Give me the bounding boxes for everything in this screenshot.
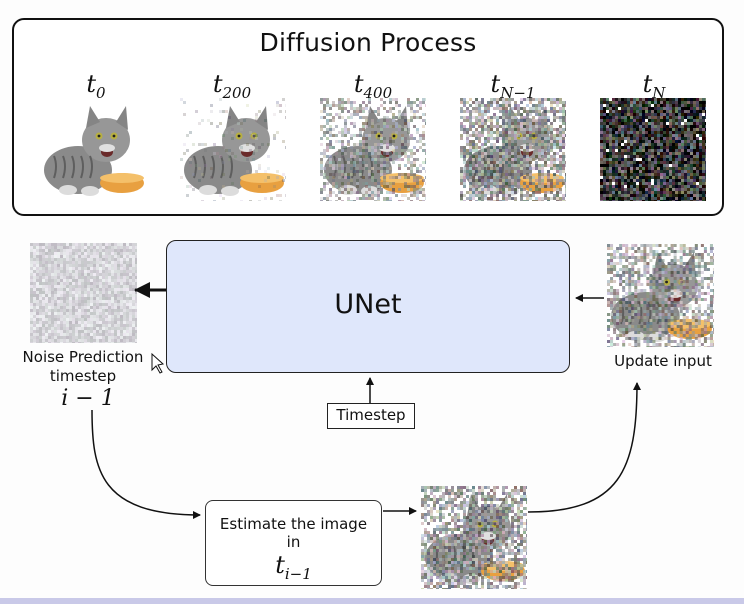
step-label-t400: t400 (353, 70, 393, 102)
estimate-box: Estimate the image in ti−1 (205, 500, 382, 586)
estimate-math: ti−1 (275, 551, 312, 583)
arrow-image-to-update (527, 382, 641, 513)
step-label-t0: t0 (86, 70, 106, 102)
estimated-image (421, 486, 527, 589)
bottom-bar (0, 598, 744, 604)
update-input-image (607, 244, 714, 347)
estimate-text: Estimate the image in (219, 515, 368, 551)
noise-image-tn (600, 98, 706, 201)
step-label-tn-1: tN−1 (490, 70, 536, 102)
noise-prediction-math: i − 1 (61, 386, 115, 411)
cat-image-tn-1 (460, 98, 566, 201)
unet-block: UNet (166, 240, 570, 373)
cat-image-t200 (180, 98, 286, 201)
noise-prediction-caption: Noise Prediction timestep (22, 348, 144, 385)
cat-image-t0 (40, 98, 146, 201)
update-input-caption: Update input (614, 352, 712, 370)
noise-prediction-image (30, 243, 137, 343)
cat-image-t400 (320, 98, 426, 201)
unet-label: UNet (334, 289, 402, 320)
timestep-box: Timestep (327, 403, 415, 429)
step-label-tn: tN (642, 70, 666, 102)
process-title: Diffusion Process (259, 28, 477, 57)
mouse-cursor-icon (151, 352, 165, 374)
step-label-t200: t200 (212, 70, 252, 102)
arrow-noise-to-estimate (91, 409, 201, 519)
